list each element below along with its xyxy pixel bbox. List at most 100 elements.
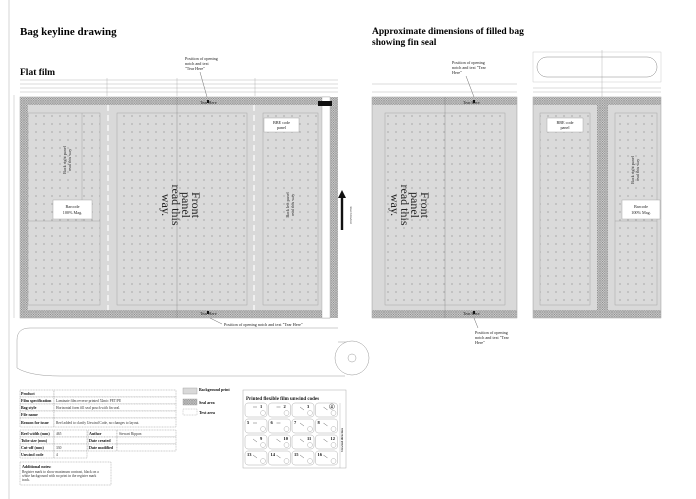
- svg-text:Front: Front: [189, 192, 203, 219]
- svg-text:read this: read this: [169, 185, 183, 226]
- svg-text:330: 330: [56, 446, 62, 450]
- filled-tear-here-top: Tear Here: [463, 100, 480, 105]
- unwind-code-cell: 7: [291, 418, 315, 434]
- svg-text:read this: read this: [398, 185, 412, 226]
- unwind-code-cell: 13: [244, 450, 268, 466]
- unwind-code-number: 9: [260, 436, 263, 441]
- unwind-code-number: 6: [271, 420, 274, 425]
- filled-bag-heading: Approximate dimensions of filled bag: [372, 27, 524, 37]
- top-seal: [20, 97, 330, 105]
- additional-notes: Additional notes: Register mark to show …: [19, 461, 112, 486]
- svg-text:Cut-off (mm): Cut-off (mm): [21, 445, 44, 450]
- filled-tear-here-bottom: Tear Here: [463, 311, 480, 316]
- filled-front-panel-label: Front panel read this way.: [388, 185, 432, 226]
- right-fin-seal: [330, 97, 338, 318]
- legend-swatch-text: [182, 408, 198, 416]
- back-left-panel: [262, 112, 319, 306]
- svg-text:track.: track.: [22, 478, 30, 482]
- reel-core-icon: [330, 410, 337, 416]
- page-title: Bag keyline drawing: [20, 26, 117, 38]
- unwind-code-number: 11: [307, 436, 312, 441]
- bbe-code-panel: BBE code panel: [263, 117, 300, 133]
- unwind-code-cell: 9: [244, 434, 268, 450]
- print-orientation-mark: [299, 406, 305, 411]
- svg-text:Laminate film reverse printed: Laminate film reverse printed 52mic PET/…: [56, 399, 122, 403]
- print-orientation-mark: [252, 438, 258, 443]
- reel-core-icon: [283, 410, 290, 416]
- filled-notch-note-bottom: Position of opening notch and text "Tear…: [473, 317, 509, 345]
- reel-core-icon: [307, 410, 313, 416]
- barcode-box: Barcode 100% Mag.: [52, 199, 93, 220]
- notch-top: [207, 100, 209, 103]
- selected-code-marker: [328, 403, 335, 410]
- reel-core-icon: [260, 410, 266, 416]
- filled-bag-front: [371, 83, 518, 319]
- print-orientation-mark: [323, 454, 328, 459]
- svg-text:Author: Author: [89, 431, 102, 436]
- unwind-code-cell: 5: [244, 418, 268, 434]
- svg-text:Horizontal form fill seal pouc: Horizontal form fill seal pouch with fin…: [56, 406, 120, 410]
- svg-text:notch and text "Tear: notch and text "Tear: [475, 335, 509, 340]
- print-orientation-mark: [299, 438, 305, 443]
- svg-text:Unwind code: Unwind code: [21, 452, 44, 457]
- unwind-code-cell: 8: [315, 418, 338, 434]
- svg-text:"Tear Here": "Tear Here": [185, 66, 205, 71]
- tear-here-bottom: Tear Here: [200, 311, 217, 316]
- unwind-code-number: 2: [284, 404, 287, 409]
- spec-row: Bag style Horizontal form fill seal pouch…: [19, 403, 177, 412]
- unwind-code-cell: 6: [268, 418, 291, 434]
- author-row: Date modified: [87, 443, 177, 452]
- register-mark: [318, 101, 332, 106]
- unwind-code-number: 13: [247, 452, 252, 457]
- filled-notch-note-top: Position of opening notch and text "Tear…: [452, 60, 486, 98]
- svg-text:Position of opening: Position of opening: [185, 56, 219, 61]
- unwind-direction-label: Unwind direction: [340, 428, 344, 452]
- notch-bottom: [207, 311, 209, 314]
- film-reel: [16, 327, 370, 377]
- print-orientation-mark: [323, 438, 328, 443]
- svg-text:Position of opening: Position of opening: [475, 330, 509, 335]
- unwind-code-cell: 12: [315, 434, 338, 450]
- svg-text:white background with no print: white background with no print in the re…: [22, 474, 96, 478]
- svg-text:panel: panel: [277, 125, 287, 130]
- unwind-code-cell: 14: [268, 450, 291, 466]
- legend: Background print Seal area Text area: [182, 387, 230, 416]
- svg-text:Film specification: Film specification: [21, 398, 52, 403]
- filled-back-panel-label: Back right panel read this way: [630, 155, 640, 184]
- svg-text:Reason for issue: Reason for issue: [21, 420, 49, 425]
- author-row: Date created: [87, 436, 177, 445]
- legend-swatch-background: [182, 387, 198, 395]
- print-orientation-mark: [276, 438, 281, 443]
- unwind-code-number: 16: [318, 452, 323, 457]
- front-panel-label: Front panel read this way.: [159, 185, 203, 226]
- svg-text:Bag style: Bag style: [21, 405, 37, 410]
- svg-text:Text area: Text area: [199, 410, 215, 415]
- filled-bag-heading-line2: showing fin seal: [372, 38, 437, 48]
- bottom-seal: [20, 310, 330, 318]
- reel-core-icon: [307, 458, 313, 464]
- fin-seal: [597, 97, 608, 318]
- svg-text:File name: File name: [21, 412, 38, 417]
- unwind-code-number: 1: [260, 404, 263, 409]
- unwind-code-number: 8: [318, 420, 321, 425]
- svg-text:BBE code: BBE code: [556, 120, 573, 125]
- svg-text:Background print: Background print: [199, 387, 230, 392]
- svg-text:Barcode: Barcode: [634, 204, 648, 209]
- print-orientation-mark: [299, 422, 305, 427]
- svg-text:panel: panel: [179, 192, 193, 219]
- svg-text:Back right panel: Back right panel: [62, 145, 67, 174]
- svg-text:Date modified: Date modified: [89, 445, 114, 450]
- print-orientation-mark: [299, 454, 305, 459]
- front-panel: [116, 112, 248, 306]
- svg-text:Register mark to show maximum: Register mark to show maximum contrast, …: [22, 470, 99, 475]
- reel-core-icon: [260, 458, 266, 464]
- spec-row: File name: [19, 410, 177, 419]
- svg-text:Barcode: Barcode: [66, 204, 80, 209]
- unwind-code-cell: 11: [291, 434, 315, 450]
- svg-text:read this way: read this way: [635, 158, 640, 181]
